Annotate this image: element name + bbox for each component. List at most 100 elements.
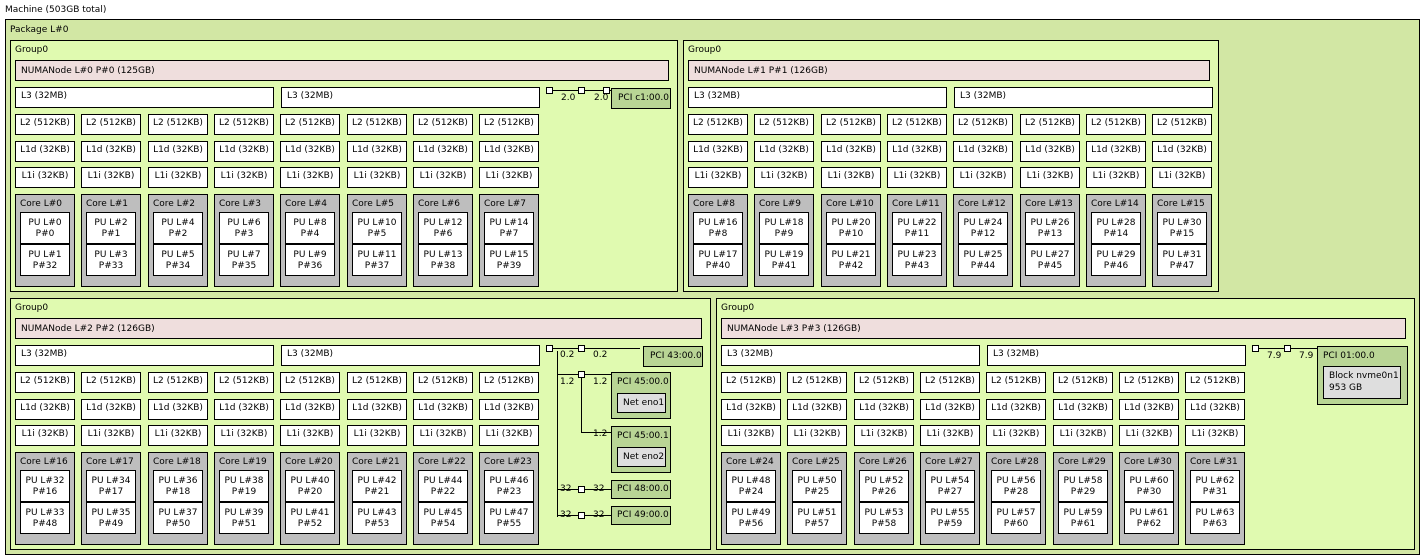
pu-label: PU L#33 xyxy=(21,508,69,519)
pu-label: PU L#9 xyxy=(286,250,334,261)
l2-cache: L2 (512KB) xyxy=(887,114,947,135)
pu-label: PU L#39 xyxy=(220,508,268,519)
l1d-cache: L1d (32KB) xyxy=(81,141,141,162)
pu-box: PU L#2P#1 xyxy=(86,212,136,244)
pu-box: PU L#26P#13 xyxy=(1025,212,1075,244)
pu-box: PU L#34P#17 xyxy=(86,470,136,502)
pu-label: PU L#3 xyxy=(87,250,135,261)
l1d-cache: L1d (32KB) xyxy=(413,399,473,420)
pu-id: P#48 xyxy=(21,519,69,530)
pu-id: P#14 xyxy=(1092,229,1140,240)
link-line xyxy=(557,351,558,517)
pu-label: PU L#26 xyxy=(1026,218,1074,229)
pu-box: PU L#3P#33 xyxy=(86,244,136,276)
l1i-cache: L1i (32KB) xyxy=(347,167,407,188)
pu-label: PU L#50 xyxy=(793,476,841,487)
pu-id: P#34 xyxy=(154,261,202,272)
l1i-cache: L1i (32KB) xyxy=(688,167,748,188)
core-label: Core L#17 xyxy=(86,457,134,468)
l2-cache: L2 (512KB) xyxy=(1086,114,1146,135)
pu-box: PU L#1P#32 xyxy=(20,244,70,276)
pu-box: PU L#59P#61 xyxy=(1058,502,1108,534)
pci-label: PCI 45:00.0 xyxy=(617,377,669,388)
l2-cache: L2 (512KB) xyxy=(1119,372,1179,393)
bridge-node xyxy=(578,486,585,493)
pu-box: PU L#20P#10 xyxy=(826,212,876,244)
core-label: Core L#9 xyxy=(759,199,801,210)
link-speed: 2.0 xyxy=(561,93,575,103)
core-label: Core L#18 xyxy=(153,457,201,468)
pu-label: PU L#13 xyxy=(419,250,467,261)
machine-label: Machine (503GB total) xyxy=(5,5,106,16)
core-label: Core L#14 xyxy=(1091,199,1139,210)
l2-cache: L2 (512KB) xyxy=(1152,114,1212,135)
pu-box: PU L#60P#30 xyxy=(1124,470,1174,502)
pu-id: P#29 xyxy=(1059,487,1107,498)
l2-cache: L2 (512KB) xyxy=(821,114,881,135)
pu-label: PU L#55 xyxy=(926,508,974,519)
pu-box: PU L#12P#6 xyxy=(418,212,468,244)
pu-id: P#1 xyxy=(87,229,135,240)
pu-id: P#23 xyxy=(485,487,533,498)
l1d-cache: L1d (32KB) xyxy=(148,399,208,420)
pu-box: PU L#6P#3 xyxy=(219,212,269,244)
core-label: Core L#24 xyxy=(726,457,774,468)
pu-box: PU L#43P#53 xyxy=(352,502,402,534)
l1d-cache: L1d (32KB) xyxy=(15,399,75,420)
l1d-cache: L1d (32KB) xyxy=(721,399,781,420)
pu-label: PU L#1 xyxy=(21,250,69,261)
l2-cache: L2 (512KB) xyxy=(148,114,208,135)
pu-label: PU L#36 xyxy=(154,476,202,487)
pu-box: PU L#37P#50 xyxy=(153,502,203,534)
pu-id: P#55 xyxy=(485,519,533,530)
l1i-cache: L1i (32KB) xyxy=(1086,167,1146,188)
pu-box: PU L#10P#5 xyxy=(352,212,402,244)
l1d-cache: L1d (32KB) xyxy=(347,399,407,420)
l1i-cache: L1i (32KB) xyxy=(1119,425,1179,446)
pu-id: P#39 xyxy=(485,261,533,272)
pu-id: P#10 xyxy=(827,229,875,240)
pu-id: P#42 xyxy=(827,261,875,272)
pu-box: PU L#23P#43 xyxy=(892,244,942,276)
core-label: Core L#23 xyxy=(484,457,532,468)
bridge-node xyxy=(578,512,585,519)
l2-cache: L2 (512KB) xyxy=(754,114,814,135)
pu-id: P#27 xyxy=(926,487,974,498)
pu-id: P#33 xyxy=(87,261,135,272)
pu-id: P#6 xyxy=(419,229,467,240)
pu-id: P#43 xyxy=(893,261,941,272)
pu-id: P#22 xyxy=(419,487,467,498)
link-speed: 7.9 xyxy=(1267,351,1281,361)
link-line xyxy=(581,378,582,433)
pu-label: PU L#10 xyxy=(353,218,401,229)
l1d-cache: L1d (32KB) xyxy=(479,141,539,162)
pu-id: P#44 xyxy=(959,261,1007,272)
pu-id: P#57 xyxy=(793,519,841,530)
pu-label: PU L#34 xyxy=(87,476,135,487)
l2-cache: L2 (512KB) xyxy=(15,114,75,135)
l2-cache: L2 (512KB) xyxy=(1020,114,1080,135)
pu-label: PU L#27 xyxy=(1026,250,1074,261)
pu-label: PU L#25 xyxy=(959,250,1007,261)
pu-id: P#40 xyxy=(694,261,742,272)
pci-label: PCI 43:00.0 xyxy=(650,351,702,362)
l2-cache: L2 (512KB) xyxy=(214,372,274,393)
l1d-cache: L1d (32KB) xyxy=(688,141,748,162)
core-label: Core L#31 xyxy=(1190,457,1238,468)
l1d-cache: L1d (32KB) xyxy=(1020,141,1080,162)
l1i-cache: L1i (32KB) xyxy=(854,425,914,446)
l2-cache: L2 (512KB) xyxy=(854,372,914,393)
pu-label: PU L#40 xyxy=(286,476,334,487)
pu-box: PU L#50P#25 xyxy=(792,470,842,502)
l2-cache: L2 (512KB) xyxy=(479,372,539,393)
pu-box: PU L#24P#12 xyxy=(958,212,1008,244)
pu-box: PU L#62P#31 xyxy=(1190,470,1240,502)
link-line xyxy=(585,348,640,349)
pu-box: PU L#44P#22 xyxy=(418,470,468,502)
pu-box: PU L#40P#20 xyxy=(285,470,335,502)
l1d-cache: L1d (32KB) xyxy=(81,399,141,420)
net-label: Net eno1 xyxy=(623,398,664,409)
l1d-cache: L1d (32KB) xyxy=(854,399,914,420)
pu-box: PU L#15P#39 xyxy=(484,244,534,276)
l1i-cache: L1i (32KB) xyxy=(81,425,141,446)
